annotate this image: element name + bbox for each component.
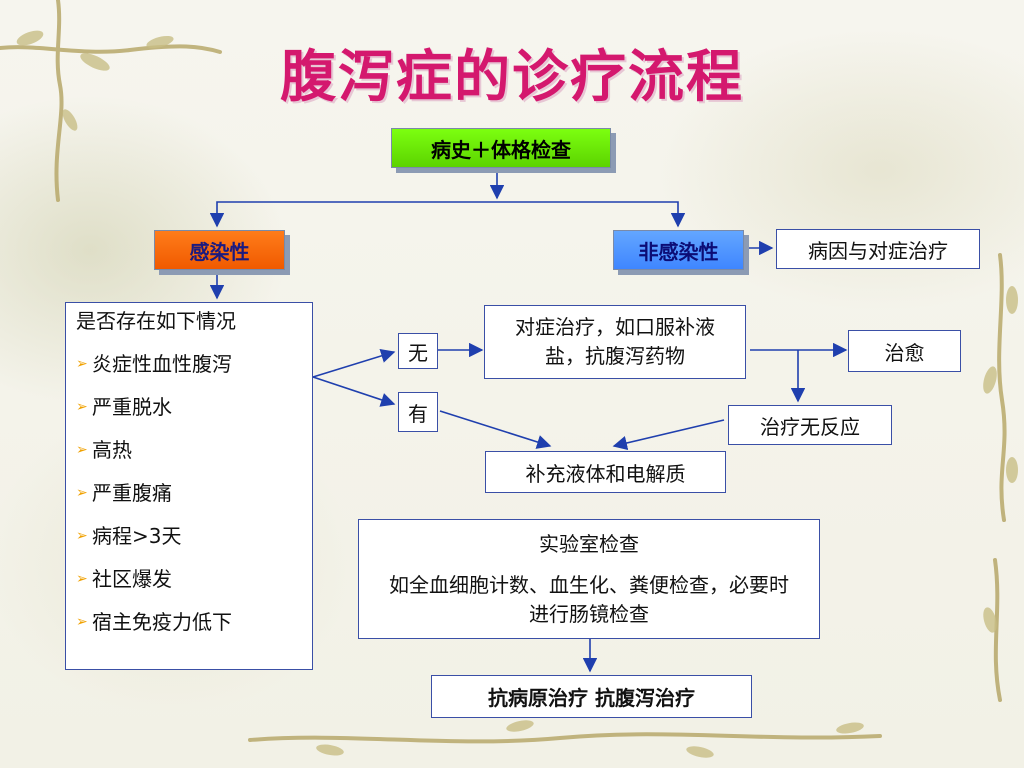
page-title: 腹泻症的诊疗流程: [280, 44, 744, 110]
criteria-node: 是否存在如下情况 ➢炎症性血性腹泻 ➢严重脱水 ➢高热 ➢严重腹痛 ➢病程>3天…: [65, 302, 313, 670]
fluids-electrolytes-label: 补充液体和电解质: [525, 461, 686, 486]
yes-node: 有: [398, 392, 438, 432]
noninfectious-label: 非感染性: [638, 239, 719, 264]
criteria-item-label: 病程>3天: [92, 524, 182, 548]
criteria-item: ➢炎症性血性腹泻: [76, 354, 302, 374]
cured-node: 治愈: [848, 330, 961, 372]
arrow-bullet-icon: ➢: [76, 356, 88, 372]
noninfectious-node: 非感染性: [613, 230, 744, 270]
arrow-bullet-icon: ➢: [76, 399, 88, 415]
final-treatment-label: 抗病原治疗 抗腹泻治疗: [488, 686, 695, 710]
arrow-bullet-icon: ➢: [76, 442, 88, 458]
criteria-item-label: 严重腹痛: [92, 481, 172, 505]
arrow-bullet-icon: ➢: [76, 571, 88, 587]
history-exam-node: 病史＋体格检查: [391, 128, 611, 168]
arrow-to-no: [312, 348, 396, 378]
criteria-item-label: 高热: [92, 438, 132, 462]
arrow-bullet-icon: ➢: [76, 485, 88, 501]
criteria-item: ➢社区爆发: [76, 569, 302, 589]
criteria-item-label: 严重脱水: [92, 395, 172, 419]
criteria-heading: 是否存在如下情况: [76, 309, 236, 333]
symptomatic-treatment-node: 对症治疗，如口服补液盐，抗腹泻药物: [484, 305, 746, 379]
infectious-label: 感染性: [189, 239, 250, 264]
no-label: 无: [408, 340, 428, 365]
criteria-item-label: 宿主免疫力低下: [92, 610, 232, 634]
arrow-to-yes: [312, 376, 396, 407]
arrow-to-noninfectious: [497, 201, 686, 228]
no-response-node: 治疗无反应: [728, 405, 892, 445]
infectious-node: 感染性: [154, 230, 285, 270]
criteria-item: ➢宿主免疫力低下: [76, 612, 302, 632]
criteria-item-label: 炎症性血性腹泻: [92, 352, 232, 376]
etiology-treatment-label: 病因与对症治疗: [808, 238, 948, 263]
criteria-item: ➢病程>3天: [76, 526, 302, 546]
criteria-item: ➢高热: [76, 440, 302, 460]
etiology-treatment-node: 病因与对症治疗: [776, 229, 980, 269]
cured-label: 治愈: [884, 340, 925, 365]
history-exam-label: 病史＋体格检查: [431, 137, 571, 162]
lab-tests-detail: 如全血细胞计数、血生化、粪便检查，必要时进行肠镜检查: [389, 572, 789, 626]
final-treatment-node: 抗病原治疗 抗腹泻治疗: [431, 675, 752, 718]
arrow-no-response-to-fluids: [612, 419, 725, 451]
criteria-item: ➢严重脱水: [76, 397, 302, 417]
symptomatic-treatment-label: 对症治疗，如口服补液盐，抗腹泻药物: [515, 315, 715, 368]
lab-tests-title: 实验室检查: [539, 531, 639, 556]
yes-label: 有: [408, 401, 428, 426]
arrow-yes-to-fluids: [439, 410, 552, 449]
arrow-bullet-icon: ➢: [76, 528, 88, 544]
criteria-item-label: 社区爆发: [92, 567, 172, 591]
no-node: 无: [398, 333, 438, 369]
no-response-label: 治疗无反应: [760, 414, 860, 439]
criteria-item: ➢严重腹痛: [76, 483, 302, 503]
arrow-bullet-icon: ➢: [76, 614, 88, 630]
lab-tests-node: 实验室检查 如全血细胞计数、血生化、粪便检查，必要时进行肠镜检查: [358, 519, 820, 639]
arrow-to-infectious: [209, 201, 497, 228]
fluids-electrolytes-node: 补充液体和电解质: [485, 451, 726, 493]
